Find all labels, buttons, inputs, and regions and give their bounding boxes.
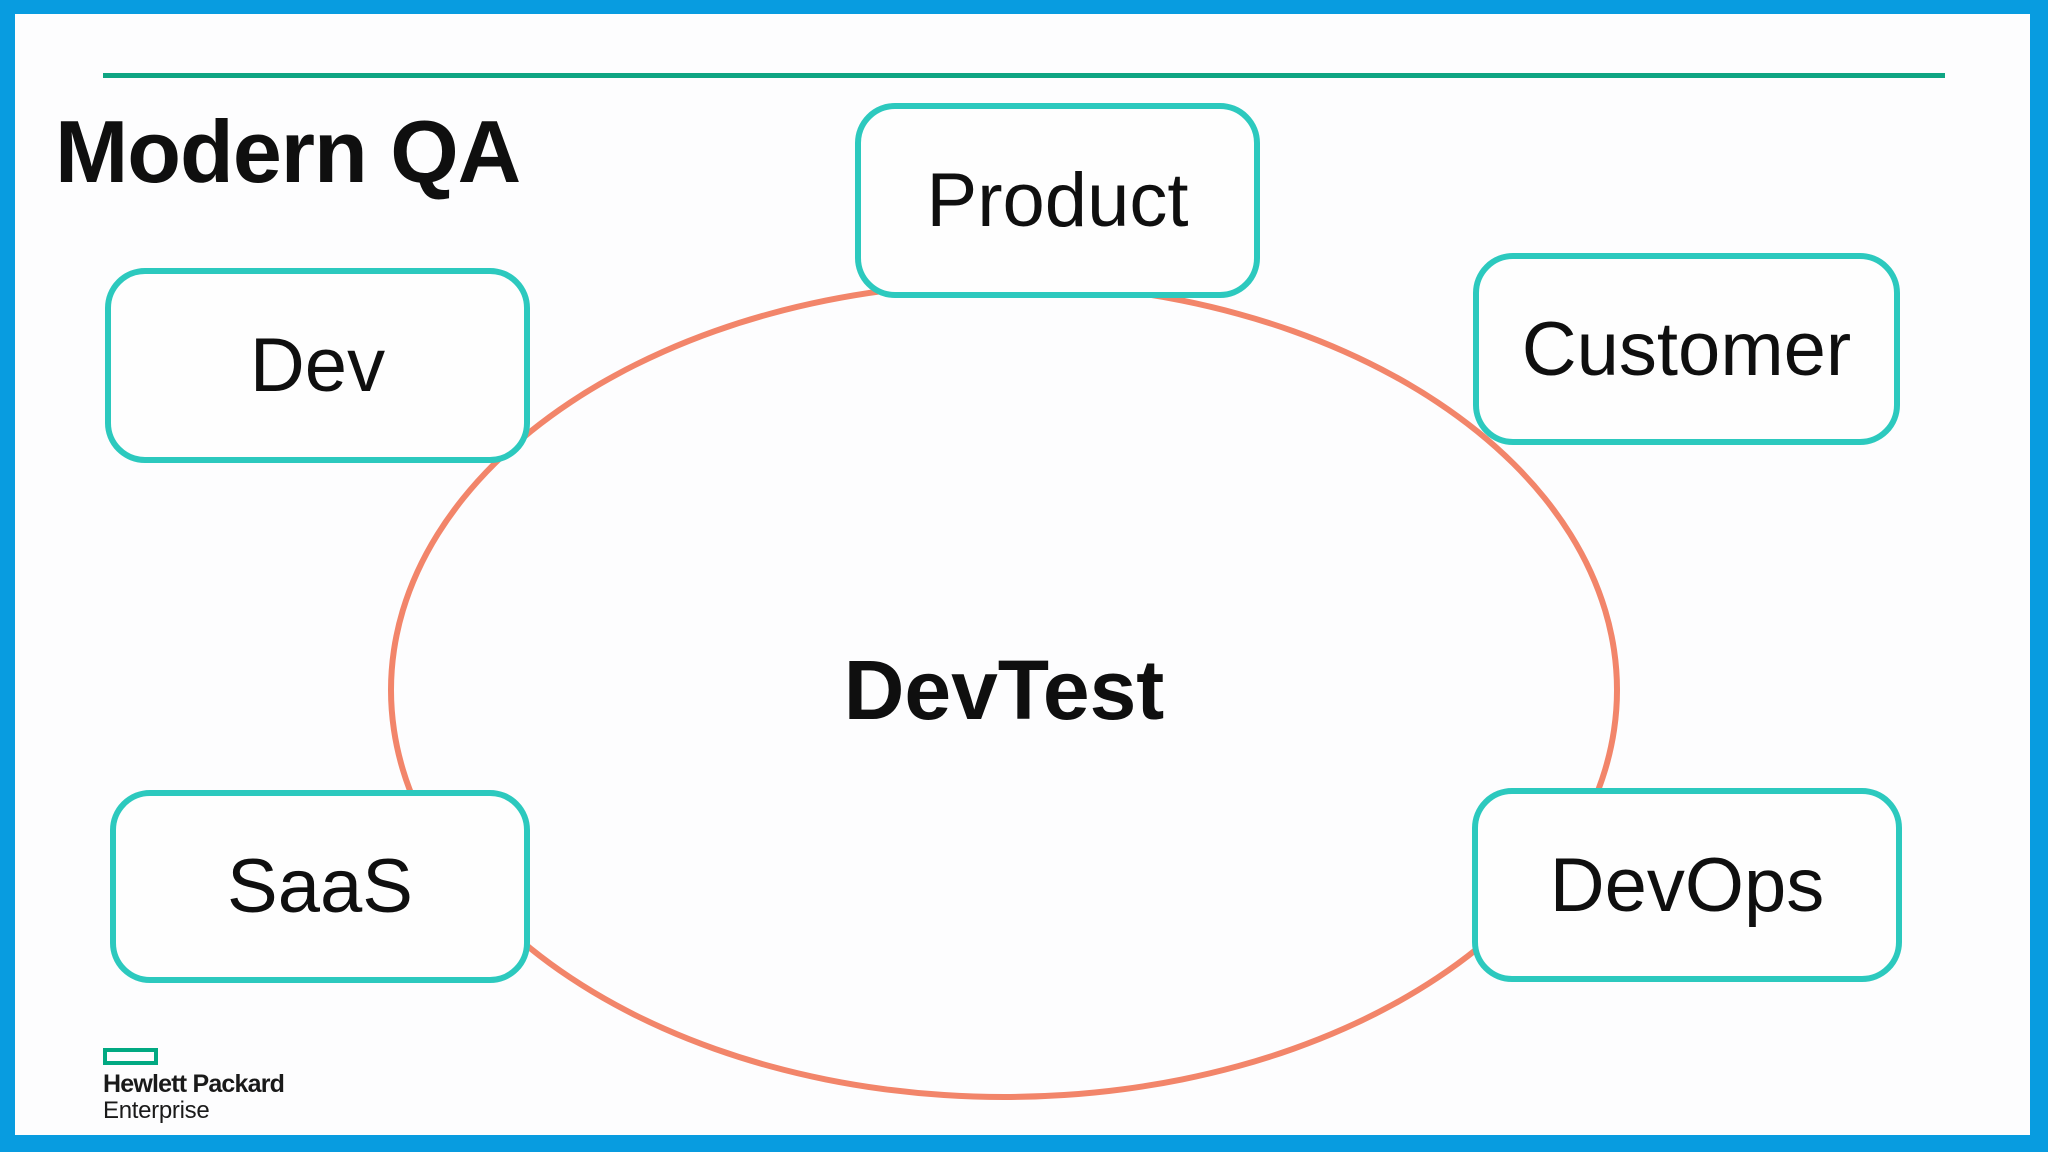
hpe-logo-hewlett-packard: Hewlett Packard	[103, 1070, 285, 1098]
hpe-logo-enterprise: Enterprise	[103, 1097, 210, 1124]
node-product: Product	[855, 103, 1260, 298]
devtest-ellipse	[388, 280, 1620, 1100]
title-accent-rule	[103, 73, 1945, 78]
hpe-logo-rectangle-icon	[103, 1048, 158, 1065]
node-devops: DevOps	[1472, 788, 1902, 982]
hpe-logo: Hewlett Packard Enterprise	[103, 1048, 285, 1124]
page-title: Modern QA	[55, 102, 521, 201]
node-saas: SaaS	[110, 790, 530, 983]
node-customer: Customer	[1473, 253, 1900, 445]
node-dev: Dev	[105, 268, 530, 463]
